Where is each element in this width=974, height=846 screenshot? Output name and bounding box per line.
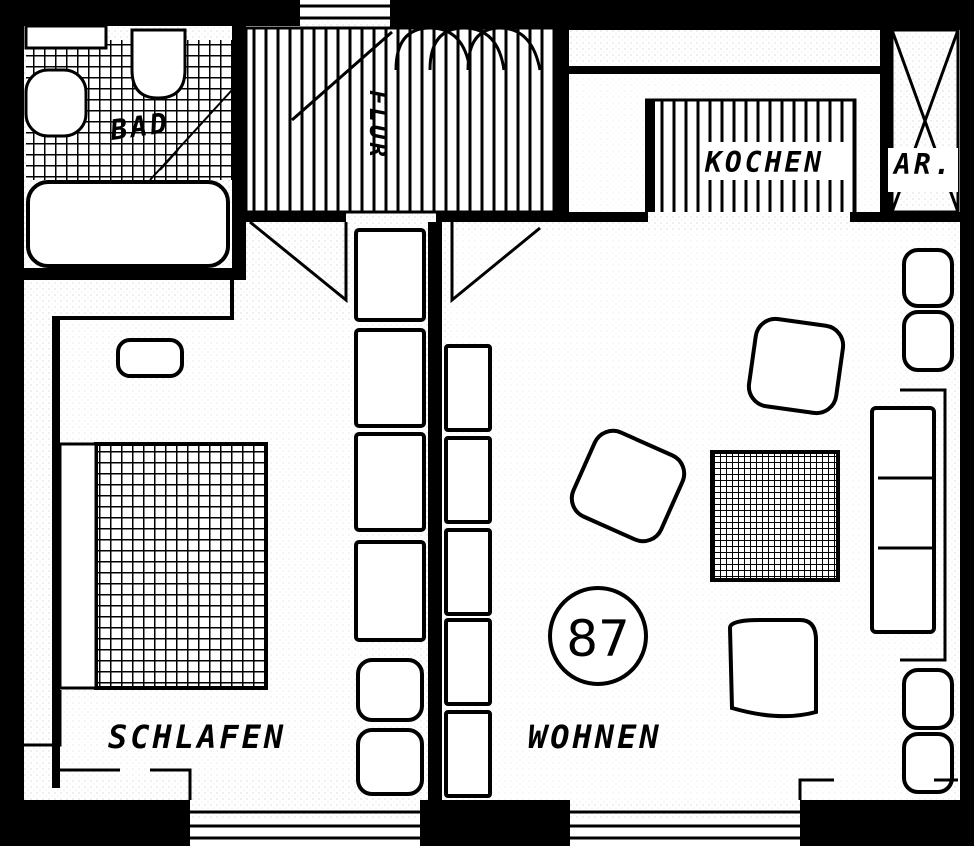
windows bbox=[190, 4, 800, 840]
room-label-flur: FLUR bbox=[364, 90, 392, 160]
room-label-kochen: KOCHEN bbox=[704, 146, 824, 179]
hall bbox=[244, 26, 556, 304]
washbasin-icon bbox=[24, 68, 88, 138]
kitchen bbox=[570, 74, 880, 212]
toilet-icon bbox=[130, 28, 187, 100]
front-door-swing bbox=[291, 30, 393, 122]
wardrobe-right bbox=[444, 344, 492, 798]
nightstand-icon bbox=[116, 338, 184, 378]
bathroom bbox=[24, 24, 233, 268]
bed-icon bbox=[94, 442, 268, 690]
bathtub-icon bbox=[26, 180, 230, 268]
armchair-icon bbox=[746, 316, 846, 416]
unit-number: 87 bbox=[566, 610, 630, 668]
room-label-schlafen: SCHLAFEN bbox=[108, 718, 286, 756]
storage-room bbox=[888, 28, 960, 214]
unit-number-marker: 87 bbox=[548, 586, 648, 686]
armchair-icon bbox=[569, 428, 687, 544]
room-label-ar: AR. bbox=[892, 148, 954, 181]
armchair-icon bbox=[727, 618, 818, 719]
sofa-icon bbox=[870, 406, 936, 634]
living-room bbox=[569, 248, 958, 800]
coffee-table-icon bbox=[710, 450, 840, 582]
coat-rack-icon bbox=[394, 26, 542, 71]
room-label-wohnen: WOHNEN bbox=[528, 718, 662, 756]
interior-walls bbox=[24, 20, 960, 812]
room-labels: BAD FLUR KOCHEN AR. SCHLAFEN WOHNEN bbox=[107, 90, 954, 756]
bedroom bbox=[24, 280, 268, 800]
wardrobe-left bbox=[354, 228, 426, 796]
